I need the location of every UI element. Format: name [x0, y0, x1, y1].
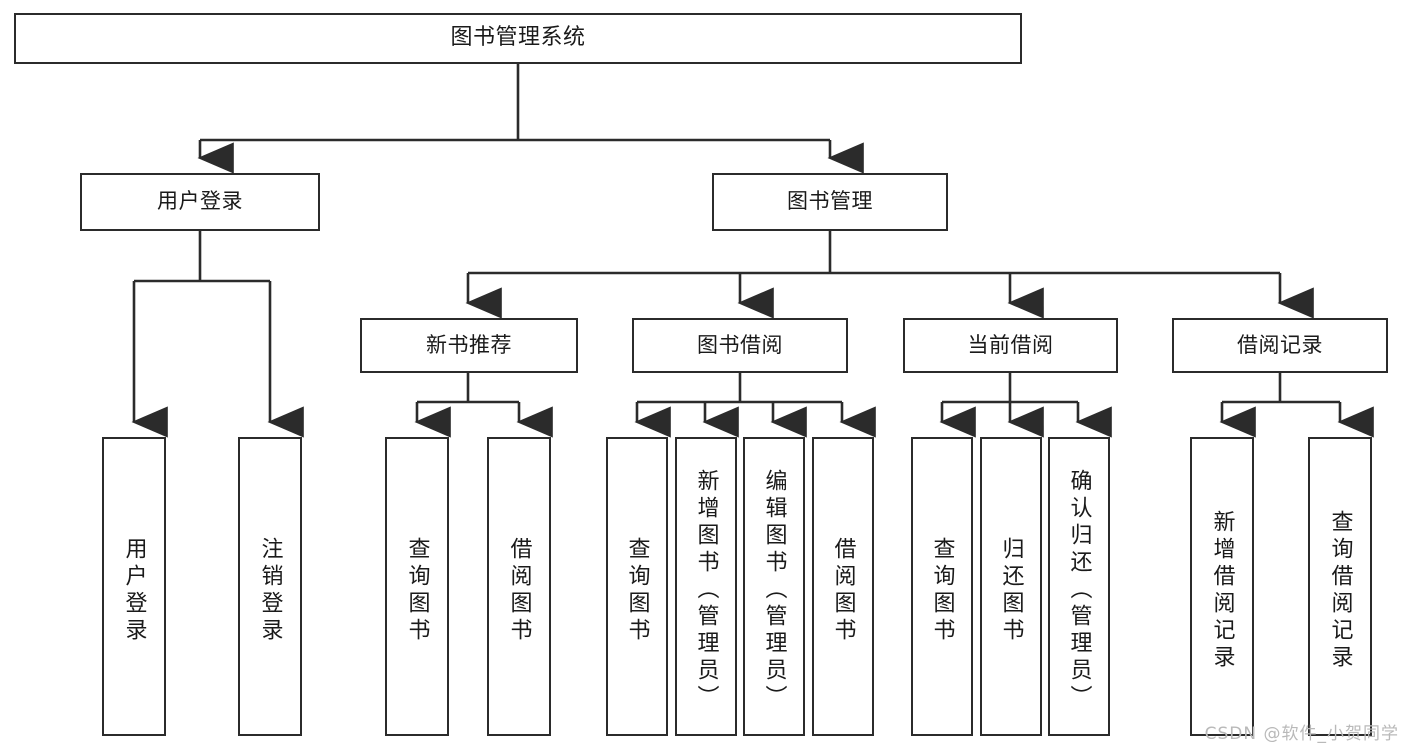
node-book-management[interactable]: 图书管理: [712, 173, 948, 231]
node-user-login[interactable]: 用户登录: [80, 173, 320, 231]
node-label: 借阅记录: [1237, 332, 1323, 357]
leaf-borrow-book-recommend[interactable]: 借阅图书: [487, 437, 551, 736]
node-label: 借阅图书: [830, 536, 856, 645]
node-label: 查询图书: [624, 536, 650, 645]
leaf-edit-book-admin[interactable]: 编辑图书（管理员）: [743, 437, 805, 736]
node-label: 图书管理系统: [450, 25, 586, 51]
node-label: 注销登录: [257, 536, 283, 645]
leaf-query-borrow-record[interactable]: 查询借阅记录: [1308, 437, 1372, 736]
node-label: 查询借阅记录: [1327, 509, 1353, 672]
node-label: 新增借阅记录: [1209, 509, 1235, 672]
node-borrow-record[interactable]: 借阅记录: [1172, 318, 1388, 373]
node-label: 编辑图书（管理员）: [761, 469, 787, 712]
leaf-add-book-admin[interactable]: 新增图书（管理员）: [675, 437, 737, 736]
leaf-add-borrow-record[interactable]: 新增借阅记录: [1190, 437, 1254, 736]
node-new-book-recommend[interactable]: 新书推荐: [360, 318, 578, 373]
leaf-return-book[interactable]: 归还图书: [980, 437, 1042, 736]
node-label: 查询图书: [929, 536, 955, 645]
leaf-user-login[interactable]: 用户登录: [102, 437, 166, 736]
node-current-borrow[interactable]: 当前借阅: [903, 318, 1118, 373]
node-label: 图书管理: [787, 189, 873, 214]
leaf-borrow-book[interactable]: 借阅图书: [812, 437, 874, 736]
node-label: 用户登录: [121, 536, 147, 645]
watermark: CSDN @软件_小贺同学: [1204, 724, 1399, 744]
node-label: 查询图书: [404, 536, 430, 645]
node-label: 确认归还（管理员）: [1066, 469, 1092, 712]
node-label: 用户登录: [157, 189, 243, 214]
node-root-system[interactable]: 图书管理系统: [14, 13, 1022, 64]
node-label: 图书借阅: [697, 332, 783, 357]
node-label: 归还图书: [998, 536, 1024, 645]
node-book-borrow[interactable]: 图书借阅: [632, 318, 848, 373]
leaf-query-book-borrow[interactable]: 查询图书: [606, 437, 668, 736]
leaf-query-book-recommend[interactable]: 查询图书: [385, 437, 449, 736]
leaf-confirm-return-admin[interactable]: 确认归还（管理员）: [1048, 437, 1110, 736]
node-label: 当前借阅: [967, 332, 1054, 357]
node-label: 借阅图书: [506, 536, 532, 645]
node-label: 新书推荐: [426, 332, 512, 357]
leaf-query-book-current[interactable]: 查询图书: [911, 437, 973, 736]
node-label: 新增图书（管理员）: [693, 469, 719, 712]
leaf-logout[interactable]: 注销登录: [238, 437, 302, 736]
